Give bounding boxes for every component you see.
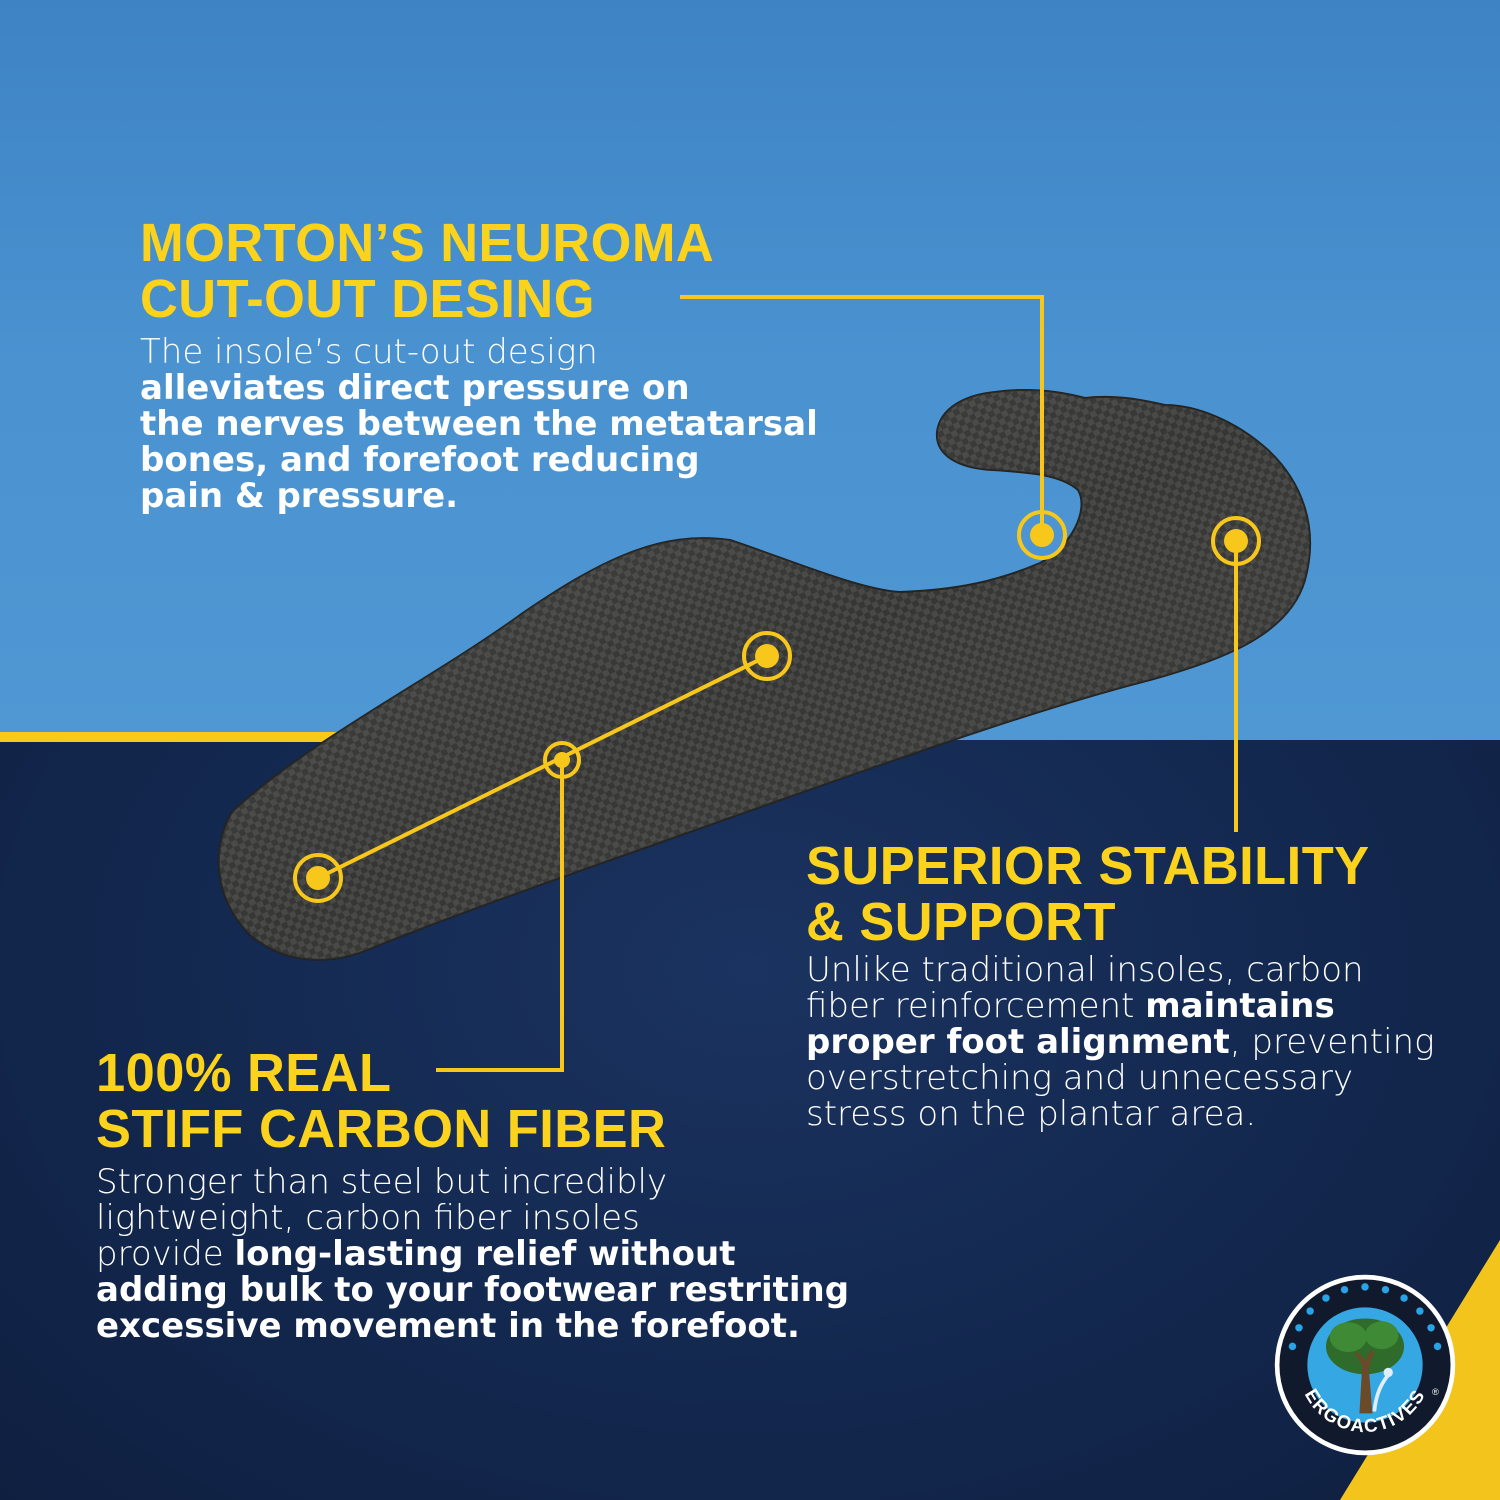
ergoactives-logo: ERGOACTIVES ® xyxy=(1274,1274,1456,1456)
stability-line: fiber reinforcement maintains xyxy=(806,986,1335,1026)
stability-heading-line-1: SUPERIOR STABILITY xyxy=(806,836,1370,896)
carbon-fiber-callout-line xyxy=(436,760,564,1072)
neuroma-line: bones, and forefoot reducing xyxy=(140,440,700,480)
neuroma-line: pain & pressure. xyxy=(140,476,459,516)
carbon-fiber-line: excessive movement in the forefoot. xyxy=(96,1306,800,1346)
stability-description: Unlike traditional insoles, carbon fiber… xyxy=(806,952,1434,1132)
carbon-fiber-line: lightweight, carbon fiber insoles xyxy=(96,1198,640,1238)
yellow-accent-strip xyxy=(0,732,360,742)
neuroma-heading: MORTON’S NEUROMA CUT-OUT DESING xyxy=(140,215,714,327)
stability-line: overstretching and unnecessary xyxy=(806,1058,1354,1098)
stability-heading-line-2: & SUPPORT xyxy=(806,892,1116,952)
logo-trademark: ® xyxy=(1432,1387,1439,1397)
neuroma-callout-line xyxy=(680,295,1044,535)
neuroma-heading-line-1: MORTON’S NEUROMA xyxy=(140,213,715,273)
carbon-fiber-line: provide long-lasting relief without xyxy=(96,1234,736,1274)
stability-line: Unlike traditional insoles, carbon xyxy=(806,950,1364,990)
carbon-fiber-insole xyxy=(217,389,1312,961)
neuroma-line: the nerves between the metatarsal xyxy=(140,404,818,444)
carbon-fiber-heading-line-2: STIFF CARBON FIBER xyxy=(96,1099,667,1159)
carbon-fiber-line: Stronger than steel but incredibly xyxy=(96,1162,668,1202)
neuroma-line: alleviates direct pressure on xyxy=(140,368,690,408)
callout-marker-heel xyxy=(293,853,343,903)
callout-lines xyxy=(317,295,1238,1072)
tree-with-figure-icon xyxy=(1325,1318,1405,1414)
callout-marker-midfoot xyxy=(543,741,581,779)
callout-marker-neuroma xyxy=(1017,510,1067,560)
neuroma-description: The insole’s cut-out design alleviates d… xyxy=(140,334,818,514)
callout-marker-forefoot xyxy=(742,631,792,681)
carbon-fiber-heading: 100% REAL STIFF CARBON FIBER xyxy=(96,1045,666,1157)
carbon-fiber-line: adding bulk to your footwear restriting xyxy=(96,1270,850,1310)
carbon-fiber-diagonal-line xyxy=(317,654,768,880)
neuroma-line: The insole’s cut-out design xyxy=(140,332,598,372)
callout-marker-stability xyxy=(1211,516,1261,566)
stability-line: stress on the plantar area. xyxy=(806,1094,1257,1134)
neuroma-heading-line-2: CUT-OUT DESING xyxy=(140,269,595,329)
stability-line: proper foot alignment, preventing xyxy=(806,1022,1435,1062)
carbon-fiber-heading-line-1: 100% REAL xyxy=(96,1043,392,1103)
carbon-fiber-description: Stronger than steel but incredibly light… xyxy=(96,1164,849,1344)
stability-heading: SUPERIOR STABILITY & SUPPORT xyxy=(806,838,1370,950)
